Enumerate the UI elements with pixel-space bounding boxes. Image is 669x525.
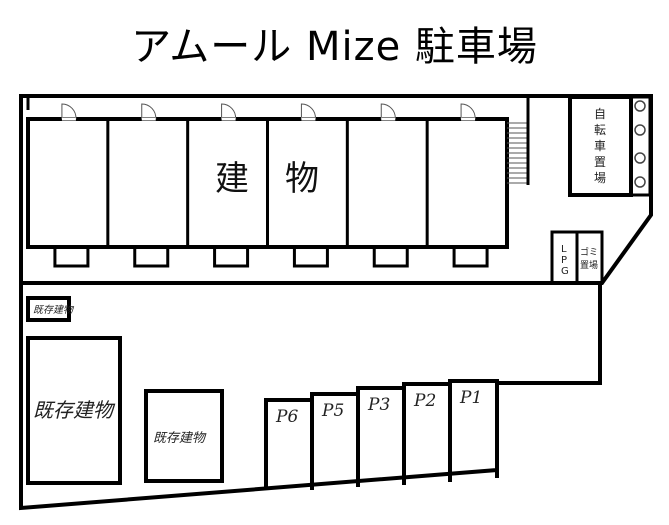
map-title: アムール Mize 駐車場: [131, 24, 538, 70]
plant-icon: [634, 100, 646, 112]
plant-icon: [634, 152, 646, 164]
lpg-label: L: [561, 244, 567, 255]
door-icon: [141, 103, 157, 120]
existing-building-label: 既存建物: [33, 304, 75, 316]
bike-rack-circles: [634, 100, 646, 188]
stairs: [507, 122, 528, 184]
balcony: [292, 247, 329, 268]
bike-parking-label: 置: [594, 155, 606, 169]
garbage-label: ゴミ: [580, 246, 598, 258]
door-icon: [460, 103, 476, 120]
parking-space-label: P2: [413, 391, 436, 411]
existing-building-small: [26, 296, 71, 322]
garbage-box: [575, 230, 604, 285]
lpg-label: P: [561, 255, 567, 266]
garbage-label: 置場: [580, 259, 598, 271]
site-boundary: [19, 94, 653, 511]
plant-icon: [634, 176, 646, 188]
balcony: [133, 247, 170, 268]
parking-space-label: P1: [459, 388, 482, 408]
existing-building-label: 既存建物: [153, 431, 207, 446]
plant-icon: [634, 124, 646, 136]
balcony: [452, 247, 489, 268]
building-label: 物: [285, 159, 319, 199]
building-units: [53, 103, 489, 268]
bike-rack: [629, 95, 652, 197]
existing-building-large: [26, 336, 122, 485]
parking-space: [448, 379, 499, 478]
parking-space-label: P3: [367, 395, 390, 415]
balcony: [213, 247, 250, 268]
parking-space-label: P5: [321, 401, 344, 421]
bike-parking-label: 自: [594, 107, 606, 121]
door-icon: [61, 103, 77, 120]
door-icon: [300, 103, 316, 120]
parking-spaces: P6 P5 P3 P2 P1: [264, 379, 499, 490]
balcony: [53, 247, 90, 268]
bike-parking-label: 車: [594, 139, 606, 153]
lpg-label: G: [561, 266, 569, 277]
existing-building-middle: [144, 389, 224, 483]
door-icon: [380, 103, 396, 120]
parking-space-label: P6: [275, 407, 298, 427]
building-label: 建: [215, 159, 249, 199]
balcony: [372, 247, 409, 268]
door-icon: [221, 103, 237, 120]
existing-building-label: 既存建物: [33, 398, 116, 422]
bike-parking-label: 場: [594, 171, 606, 185]
bike-parking-label: 転: [594, 123, 606, 137]
